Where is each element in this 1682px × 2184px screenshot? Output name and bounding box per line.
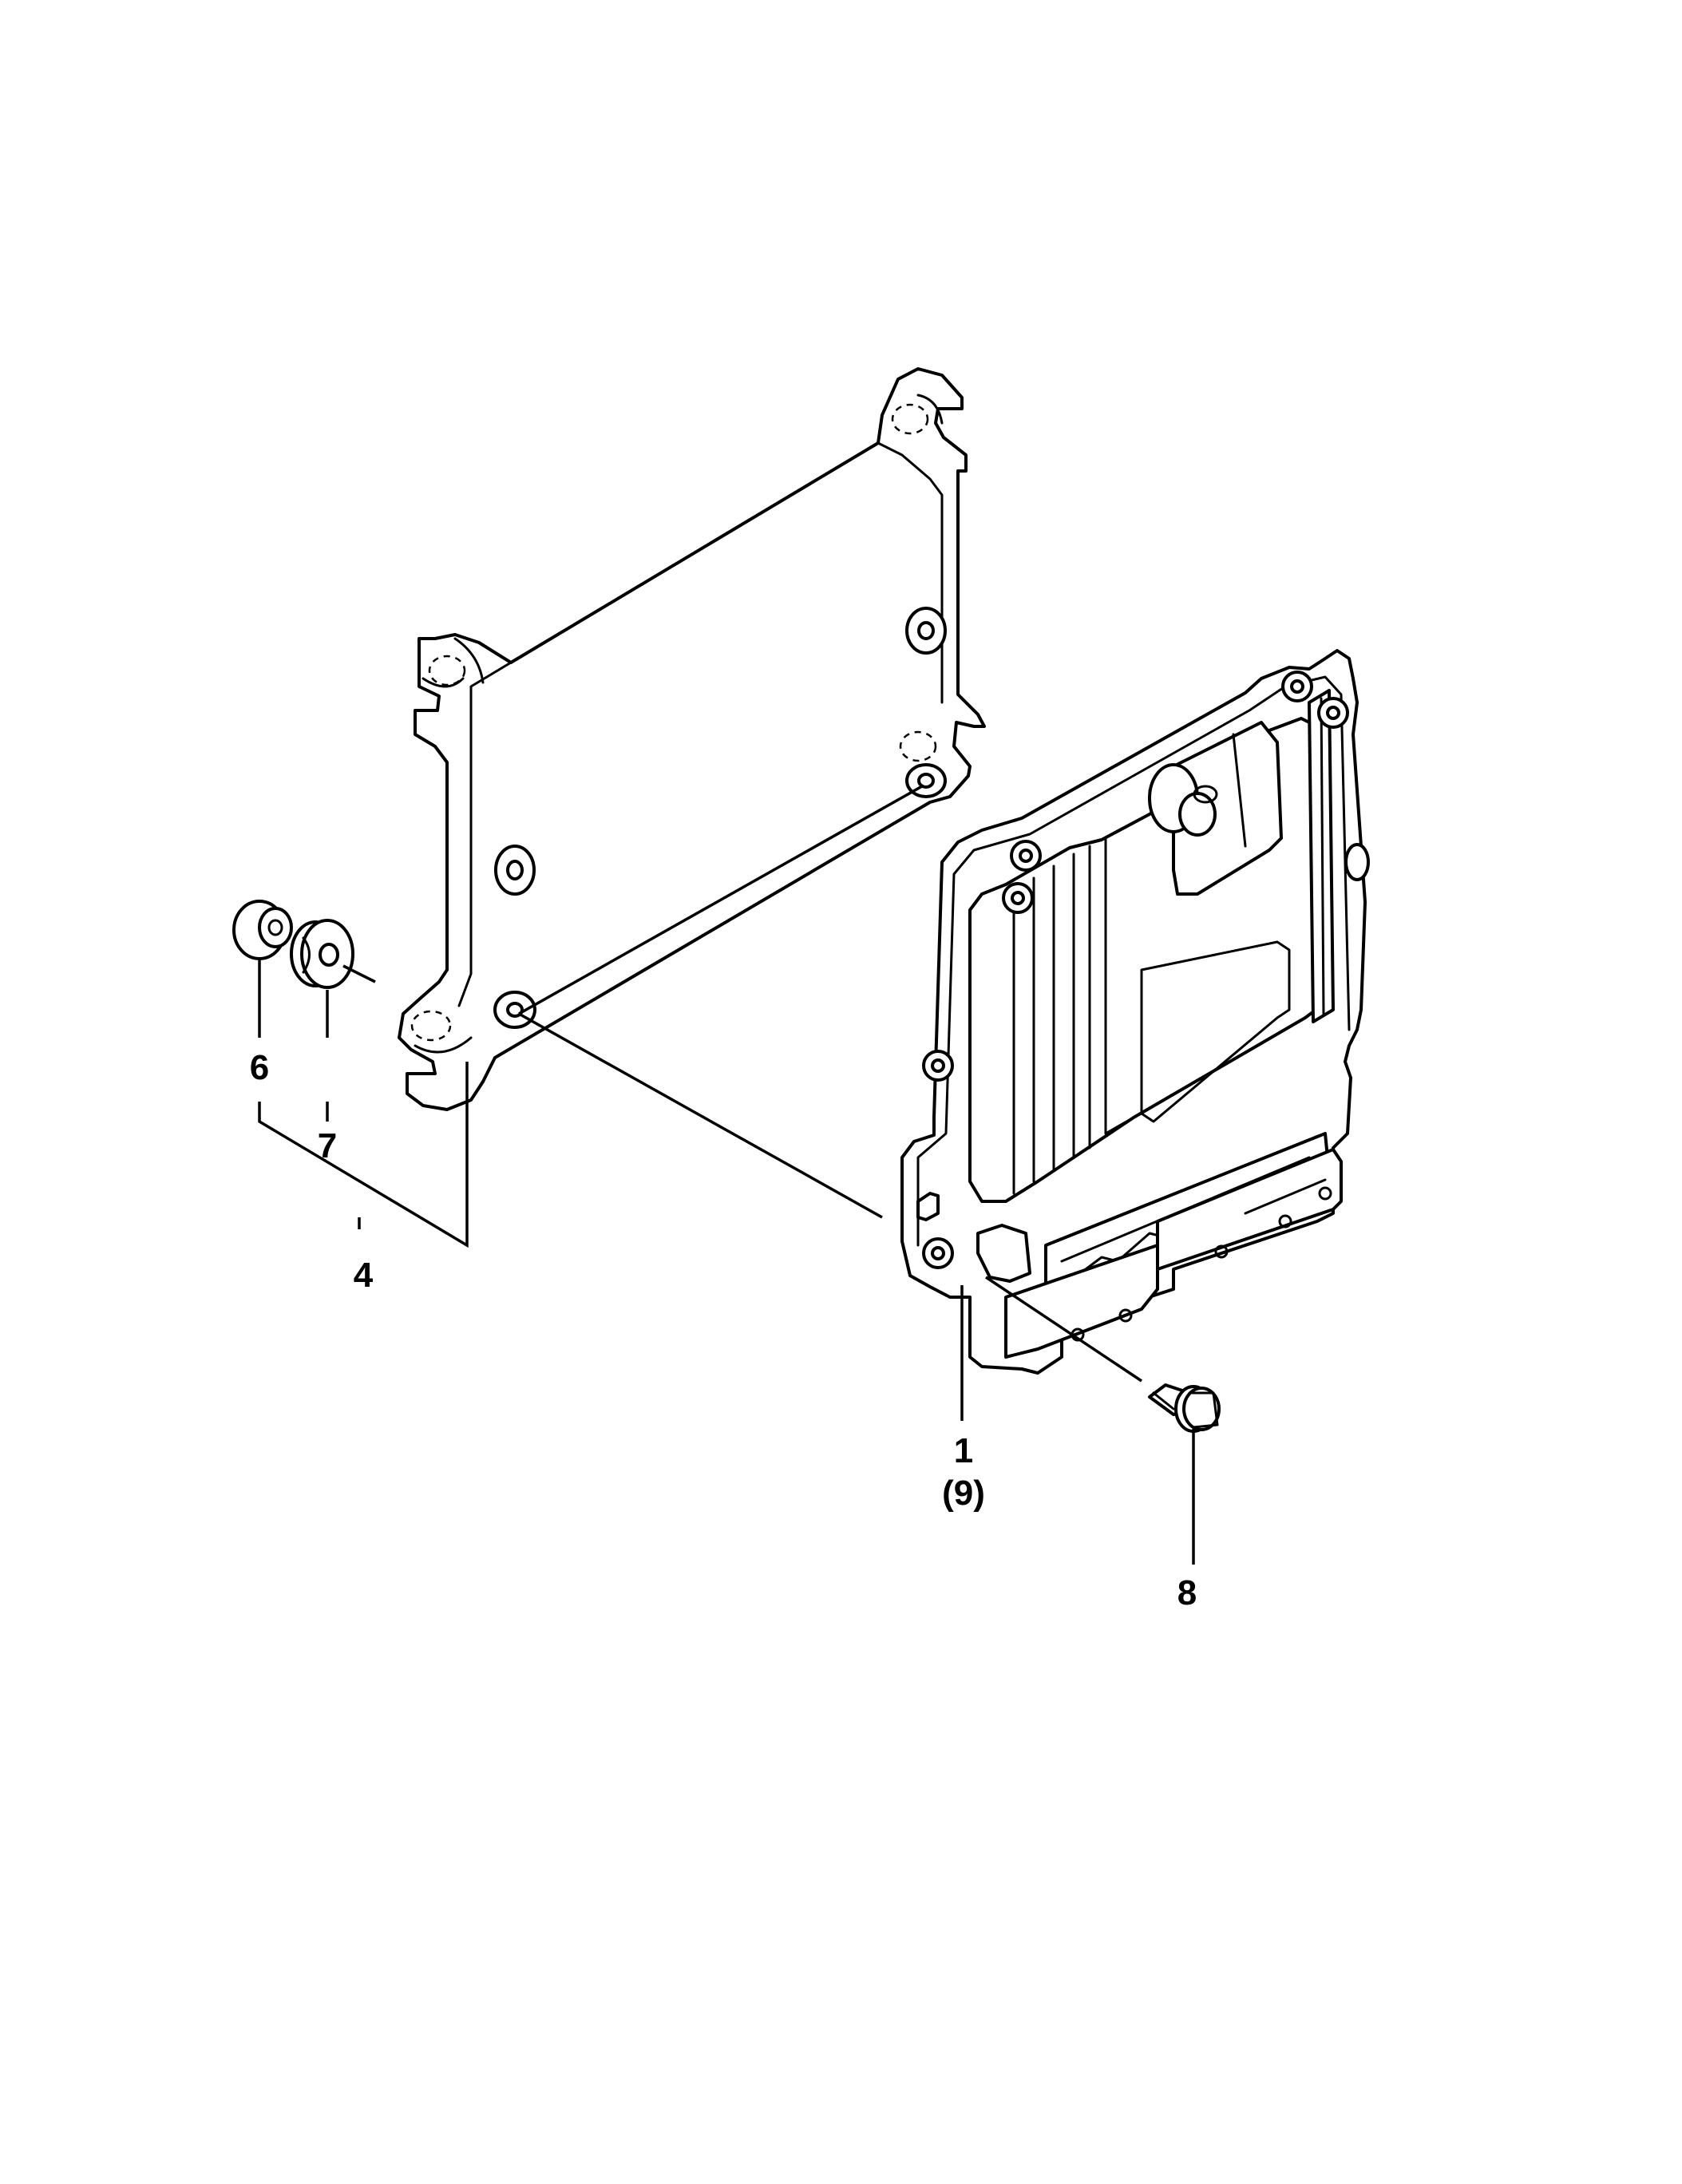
- callout-1-quantity: (9): [942, 1474, 985, 1513]
- connector-block: [1004, 1132, 1343, 1359]
- callout-4: 4: [354, 1256, 374, 1295]
- grommet-part-7: [290, 919, 354, 989]
- callout-6: 6: [250, 1048, 269, 1087]
- mounting-bracket: [398, 367, 986, 1111]
- callout-8: 8: [1177, 1573, 1197, 1612]
- assembly-lines: [342, 785, 1142, 1383]
- bushing-part-6: [232, 900, 293, 960]
- control-unit-ecu: [900, 649, 1370, 1375]
- callout-7: 7: [318, 1126, 337, 1165]
- callout-leaders: [258, 958, 1195, 1565]
- callout-1: 1: [954, 1431, 973, 1470]
- bolt-part-8: [1148, 1383, 1221, 1433]
- cooling-fins: [1012, 837, 1135, 1195]
